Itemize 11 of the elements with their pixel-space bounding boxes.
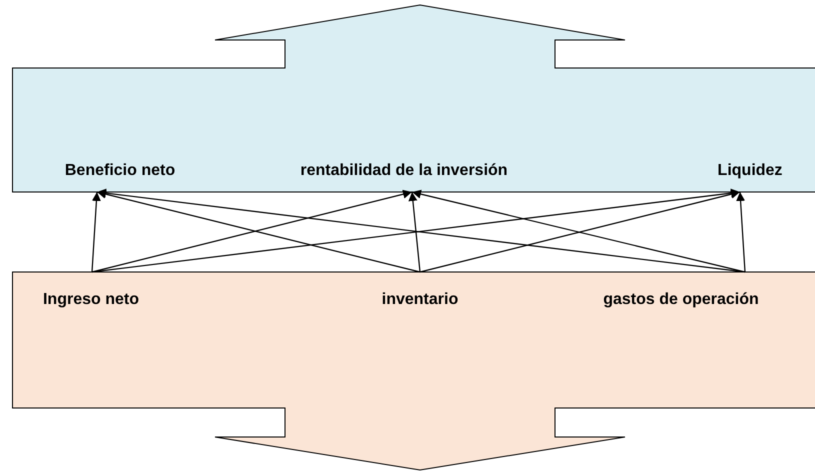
node-label: Beneficio neto [28,150,212,192]
down-block-arrow [12,271,815,471]
node-label: Liquidez [694,150,806,192]
node-label: inventario [350,272,490,328]
arrow [736,192,746,272]
arrow [91,192,101,272]
up-block-arrow [12,4,815,193]
arrow [408,192,421,272]
node-label: gastos de operación [552,272,810,328]
node-label: rentabilidad de la inversión [244,150,564,192]
node-label: Ingreso neto [16,272,166,328]
